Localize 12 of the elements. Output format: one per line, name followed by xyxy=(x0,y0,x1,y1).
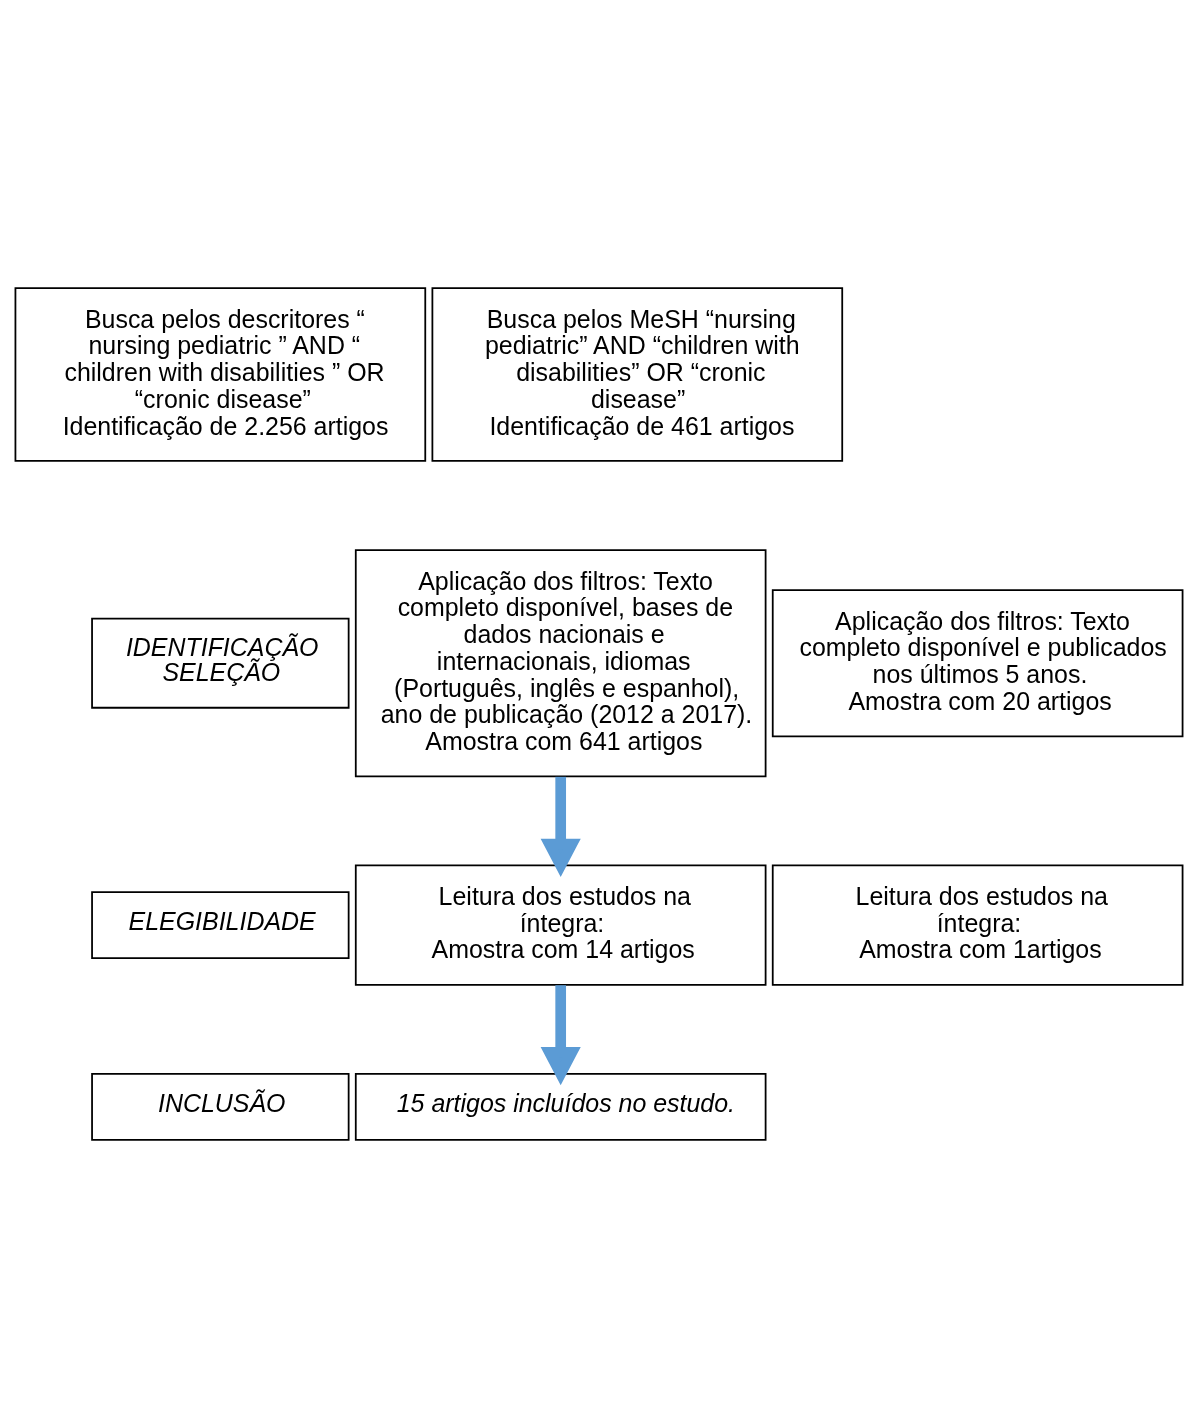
node-box: INCLUSÃO xyxy=(91,1072,350,1141)
node-box: ELEGIBILIDADE xyxy=(91,890,350,959)
node-box: IDENTIFICAÇÃO SELEÇÃO xyxy=(91,617,350,709)
node-box: Aplicação dos filtros: Texto completo disponível e publicados nos últimos 5 anos. Amostra com 20 artigos xyxy=(771,588,1184,737)
arrow xyxy=(540,984,581,1085)
node-box: Leitura dos estudos na íntegra: Amostra com 14 artigos xyxy=(354,864,767,986)
node-box: Aplicação dos filtros: Texto completo disponível, bases de dados nacionais e internacionais, idiomas (Português, inglês e espanhol), ano de publicação (2012 a 2017). Amostra com 641 artigos xyxy=(354,548,767,777)
node-box: Busca pelos descritores “ nursing pediatric ” AND “ children with disabilities ” OR “cronic disease” Identificação de 2.256 artigos xyxy=(14,286,427,462)
node-box: Leitura dos estudos na íntegra: Amostra com 1artigos xyxy=(771,864,1184,986)
arrow xyxy=(540,776,581,877)
node-box: 15 artigos incluídos no estudo. xyxy=(354,1072,767,1141)
node-box: Busca pelos MeSH “nursing pediatric” AND “children with disabilities” OR “cronic disease” Identificação de 461 artigos xyxy=(431,286,844,462)
